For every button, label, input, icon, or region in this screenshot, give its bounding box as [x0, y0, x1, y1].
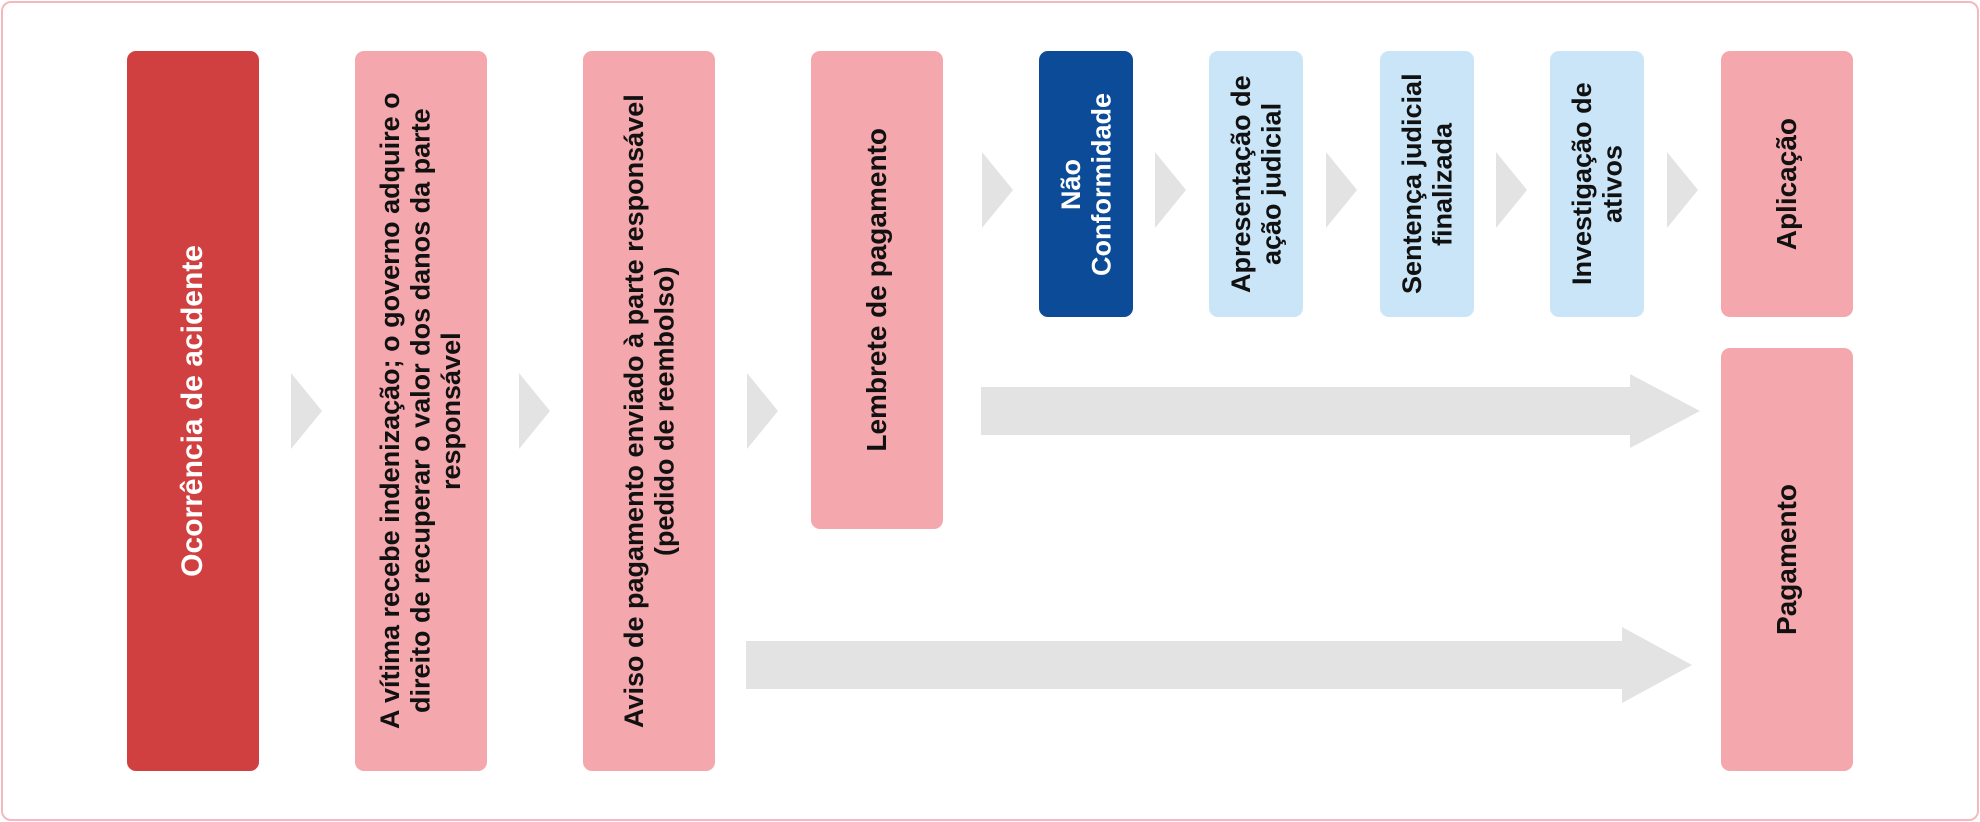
non-conformity-step-label: Não Conformidade	[1055, 92, 1117, 276]
compensation-step-label: A vítima recebe indenização; o governo a…	[375, 92, 467, 730]
chevron-arrow-icon	[747, 373, 778, 449]
notice-step: Aviso de pagamento enviado à parte respo…	[583, 51, 715, 771]
enforcement-step: Aplicação	[1721, 51, 1853, 317]
reminder-step: Lembrete de pagamento	[811, 51, 943, 529]
reminder-step-label: Lembrete de pagamento	[861, 128, 893, 452]
notice-step-label: Aviso de pagamento enviado à parte respo…	[618, 94, 680, 728]
judgment-step-label: Sentença judicial finalizada	[1396, 73, 1458, 295]
chevron-arrow-icon	[1667, 152, 1698, 228]
long-arrow-icon	[981, 374, 1700, 448]
chevron-arrow-icon	[1155, 152, 1186, 228]
non-conformity-step: Não Conformidade	[1039, 51, 1133, 317]
accident-step-label: Ocorrência de acidente	[176, 245, 210, 577]
chevron-arrow-icon	[1326, 152, 1357, 228]
enforcement-step-label: Aplicação	[1771, 117, 1803, 251]
chevron-arrow-icon	[1496, 152, 1527, 228]
chevron-arrow-icon	[982, 152, 1013, 228]
accident-step: Ocorrência de acidente	[127, 51, 259, 771]
chevron-arrow-icon	[519, 373, 550, 449]
compensation-step: A vítima recebe indenização; o governo a…	[355, 51, 487, 771]
asset-investigation-step-label: Investigação de ativos	[1566, 82, 1628, 286]
lawsuit-step-label: Apresentação de ação judicial	[1225, 75, 1287, 293]
payment-step: Pagamento	[1721, 348, 1853, 771]
payment-step-label: Pagamento	[1771, 484, 1803, 635]
judgment-step: Sentença judicial finalizada	[1380, 51, 1474, 317]
asset-investigation-step: Investigação de ativos	[1550, 51, 1644, 317]
long-arrow-icon	[746, 627, 1692, 703]
chevron-arrow-icon	[291, 373, 322, 449]
lawsuit-step: Apresentação de ação judicial	[1209, 51, 1303, 317]
